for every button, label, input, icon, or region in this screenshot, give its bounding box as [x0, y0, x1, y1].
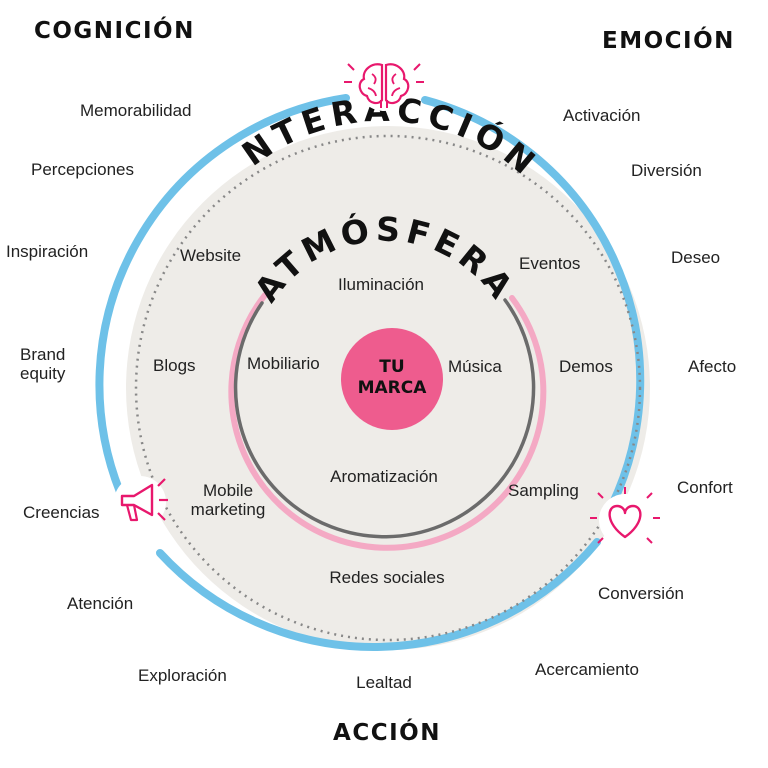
interaction-label: Sampling — [508, 481, 579, 500]
atmosphere-gray-ring — [233, 298, 536, 539]
atmosphere-label: Mobiliario — [247, 354, 320, 373]
atmosphere-pink-ring — [228, 292, 547, 551]
cognition-label: Brand equity — [20, 345, 66, 383]
center-circle — [341, 328, 443, 430]
quadrant-action: ACCIÓN — [333, 720, 441, 746]
interaction-label: Redes sociales — [329, 568, 445, 587]
action-label: Lealtad — [356, 673, 412, 692]
emotion-label: Afecto — [688, 357, 737, 376]
center-line-2: MARCA — [357, 378, 427, 398]
action-label: Acercamiento — [535, 660, 639, 679]
center-brand: TU MARCA — [358, 357, 427, 399]
interaction-dotted-ring — [134, 134, 642, 642]
cognition-label: Inspiración — [6, 242, 89, 261]
outer-ring-action — [156, 538, 601, 651]
atmosphere-label: Música — [448, 357, 502, 376]
outer-ring-cognition — [95, 94, 350, 496]
center-line-1: TU — [379, 357, 405, 377]
action-label: Atención — [67, 594, 134, 613]
interaction-label: Blogs — [153, 356, 196, 375]
heart-icon — [590, 487, 660, 546]
outer-ring-emotion — [421, 96, 645, 509]
emotion-label: Activación — [563, 106, 641, 125]
cognition-label: Creencias — [23, 503, 100, 522]
interaction-label: Mobile marketing — [190, 481, 266, 519]
quadrant-cognition: COGNICIÓN — [34, 18, 195, 44]
interaction-label: Website — [180, 246, 242, 265]
atmosphere-label: Aromatización — [330, 467, 438, 486]
emotion-label: Deseo — [671, 248, 721, 267]
interaction-label: Eventos — [519, 254, 581, 273]
atmosphere-label: Iluminación — [338, 275, 424, 294]
action-label: Exploración — [138, 666, 227, 685]
cognition-label: Memorabilidad — [80, 101, 192, 120]
megaphone-icon — [114, 476, 168, 528]
interaction-label: Demos — [559, 357, 613, 376]
action-label: Conversión — [598, 584, 684, 603]
emotion-label: Diversión — [631, 161, 702, 180]
brain-icon — [344, 57, 424, 111]
emotion-label: Confort — [677, 478, 733, 497]
quadrant-emotion: EMOCIÓN — [602, 28, 735, 54]
cognition-label: Percepciones — [31, 160, 135, 179]
